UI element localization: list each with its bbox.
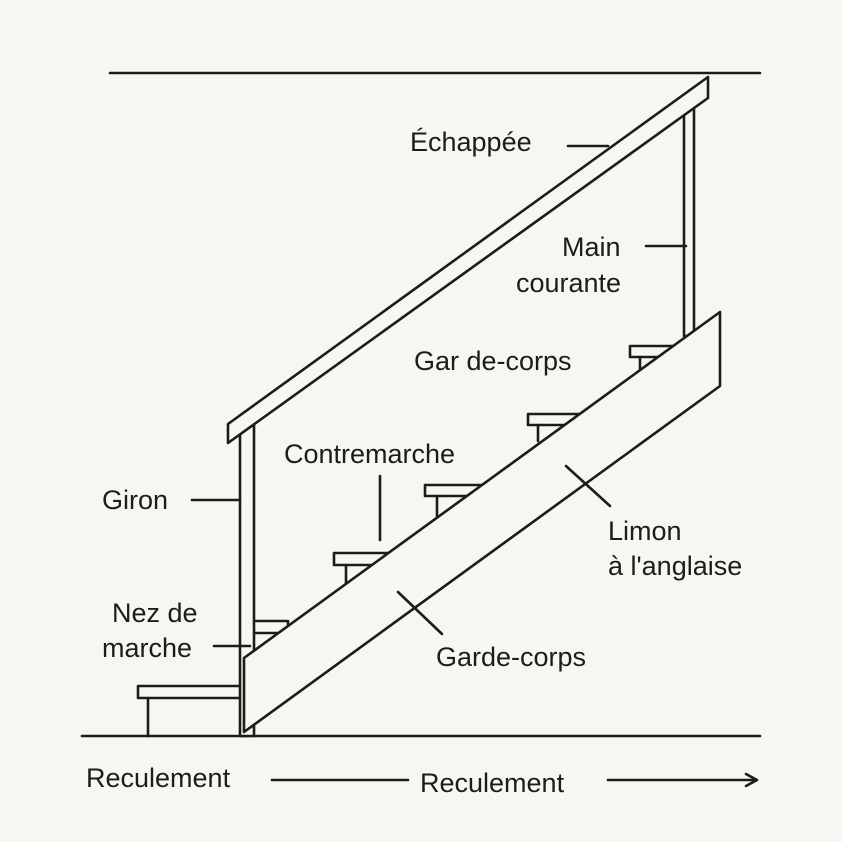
label-limon-line1: Limon — [608, 516, 682, 546]
label-giron: Giron — [102, 485, 168, 515]
label-reculement-left: Reculement — [86, 763, 231, 793]
label-main-courante-line2: courante — [516, 268, 621, 298]
label-main-courante-line1: Main — [562, 232, 621, 262]
label-nez-line2: marche — [102, 633, 192, 663]
handrail — [226, 75, 710, 445]
label-garde-corps-upper: Gar de-corps — [414, 346, 572, 376]
label-limon-line2: à l'anglaise — [608, 551, 742, 581]
stringer — [242, 310, 722, 734]
leader-garde-corps — [396, 590, 444, 636]
label-reculement-center: Reculement — [420, 768, 565, 798]
reculement-arrow-head — [744, 772, 759, 788]
label-echappee: Échappée — [410, 127, 532, 157]
leader-lines — [190, 144, 759, 788]
upper-post — [682, 98, 696, 338]
label-garde-corps-lower: Garde-corps — [436, 642, 586, 672]
step-tread-1 — [136, 684, 244, 700]
label-contremarche: Contremarche — [284, 439, 455, 469]
labels: Échappée Main courante Gar de-corps Cont… — [86, 127, 742, 798]
label-nez-line1: Nez de — [112, 598, 198, 628]
leader-limon — [564, 464, 612, 508]
